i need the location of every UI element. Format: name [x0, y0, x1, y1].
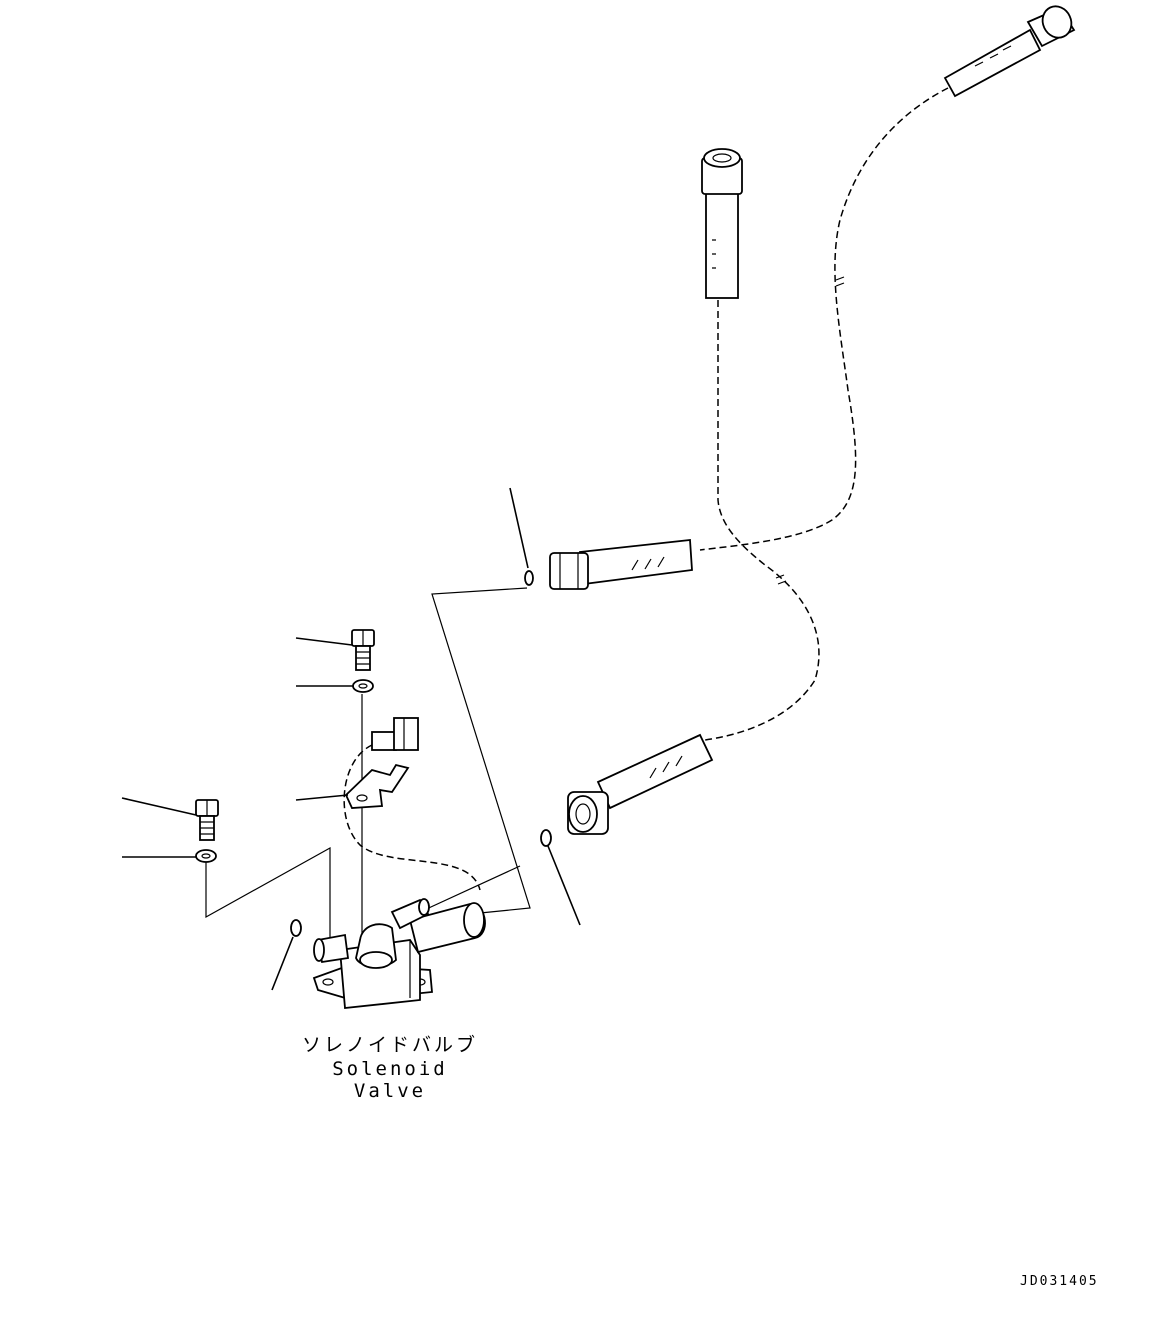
- solenoid-valve-label-jp: ソレノイドバルブ: [301, 1034, 478, 1056]
- hose-fitting-mid: [549, 539, 693, 590]
- drawing-number: JD031405: [1020, 1274, 1099, 1289]
- hose-fitting-lower: [567, 733, 714, 835]
- hose-vertical: [567, 148, 820, 835]
- solenoid-valve: [312, 898, 486, 1009]
- washer-upper: [352, 679, 374, 693]
- o-ring-upper: [524, 570, 534, 586]
- mounting-bracket: [344, 763, 410, 809]
- o-ring-left: [290, 919, 302, 937]
- solenoid-valve-label-en: Solenoid Valve: [332, 1058, 448, 1102]
- hose-long: [549, 5, 1076, 590]
- bolt-upper: [351, 629, 375, 671]
- electrical-connector: [371, 717, 419, 751]
- hose-fitting-top-right: [943, 5, 1076, 98]
- bolt-lower: [195, 799, 219, 841]
- o-ring-right: [540, 829, 552, 847]
- washer-lower: [195, 849, 217, 863]
